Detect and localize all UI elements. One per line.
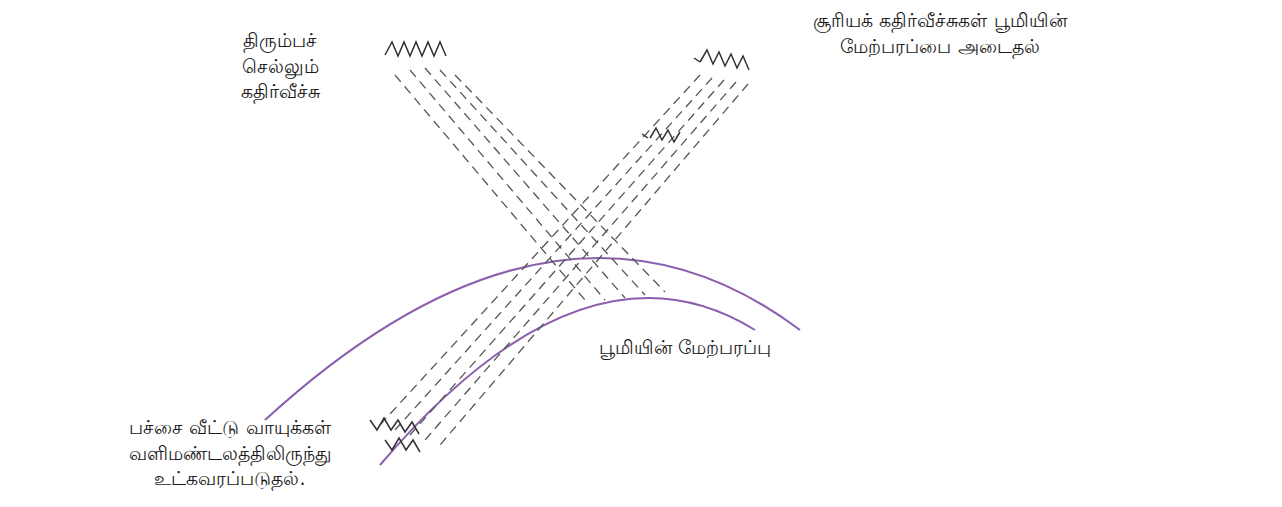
- absorption-label: பச்சை வீட்டு வாயுக்கள் வளிமண்டலத்திலிருந…: [60, 415, 400, 492]
- incoming-rays: [380, 75, 748, 445]
- earth-surface-arc: [380, 298, 755, 465]
- radiation-label: திரும்பச் செல்லும் கதிர்வீச்சு: [205, 28, 355, 105]
- outgoing-rays: [395, 68, 665, 300]
- radiation-label: சூரியக் கதிர்வீச்சுகள் பூமியின் மேற்பரப்…: [780, 8, 1100, 59]
- surface-label: பூமியின் மேற்பரப்பு: [585, 335, 785, 361]
- wave-zigzags: [370, 42, 749, 452]
- atmosphere-arc: [265, 258, 800, 420]
